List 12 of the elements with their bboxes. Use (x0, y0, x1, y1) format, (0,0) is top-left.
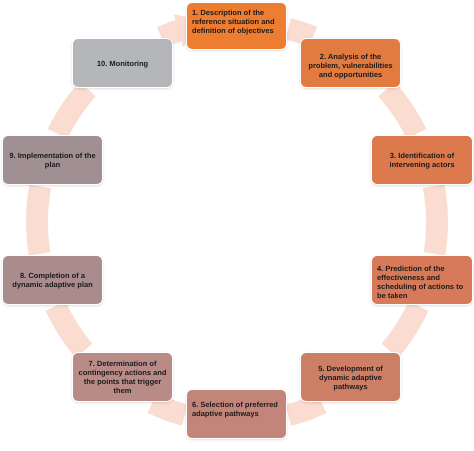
process-box (371, 255, 473, 305)
process-box (2, 135, 103, 185)
process-box (300, 352, 401, 402)
cycle-band (422, 184, 448, 256)
process-box (300, 38, 401, 88)
cycle-band (26, 184, 52, 256)
process-box (186, 389, 287, 439)
process-box (371, 135, 473, 185)
process-box (186, 2, 287, 50)
process-box (72, 352, 173, 402)
process-box (72, 38, 173, 88)
process-box (2, 255, 103, 305)
